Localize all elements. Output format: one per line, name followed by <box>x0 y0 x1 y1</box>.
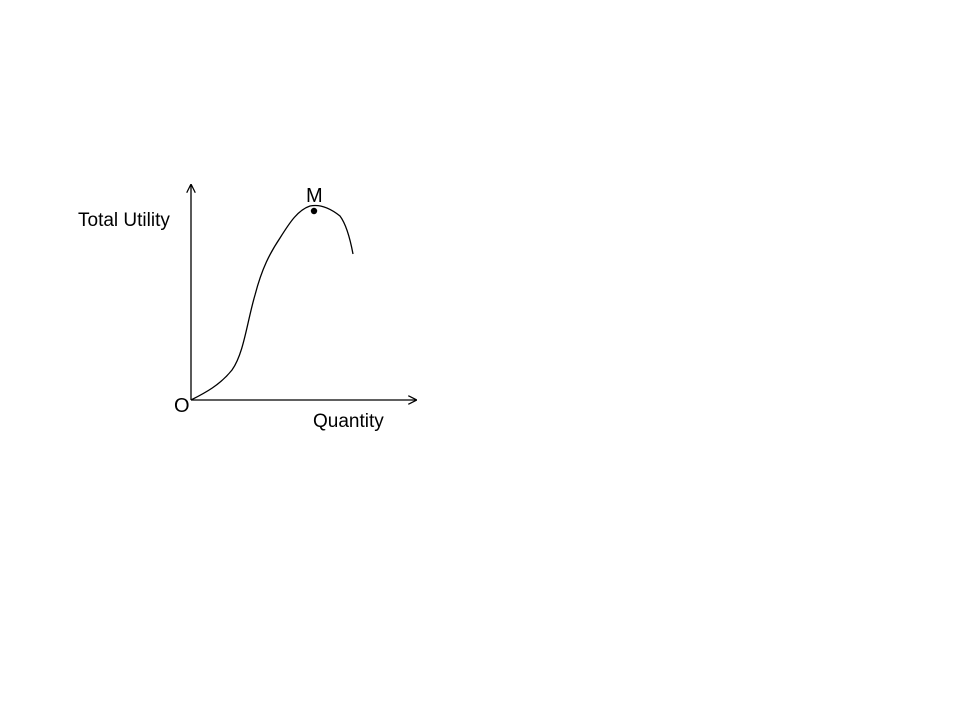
peak-label: M <box>306 185 323 207</box>
peak-point-marker <box>310 207 318 215</box>
y-axis-label: Total Utility <box>78 210 170 231</box>
total-utility-curve <box>190 204 354 401</box>
x-axis-label: Quantity <box>313 411 384 432</box>
origin-label: O <box>174 395 190 417</box>
